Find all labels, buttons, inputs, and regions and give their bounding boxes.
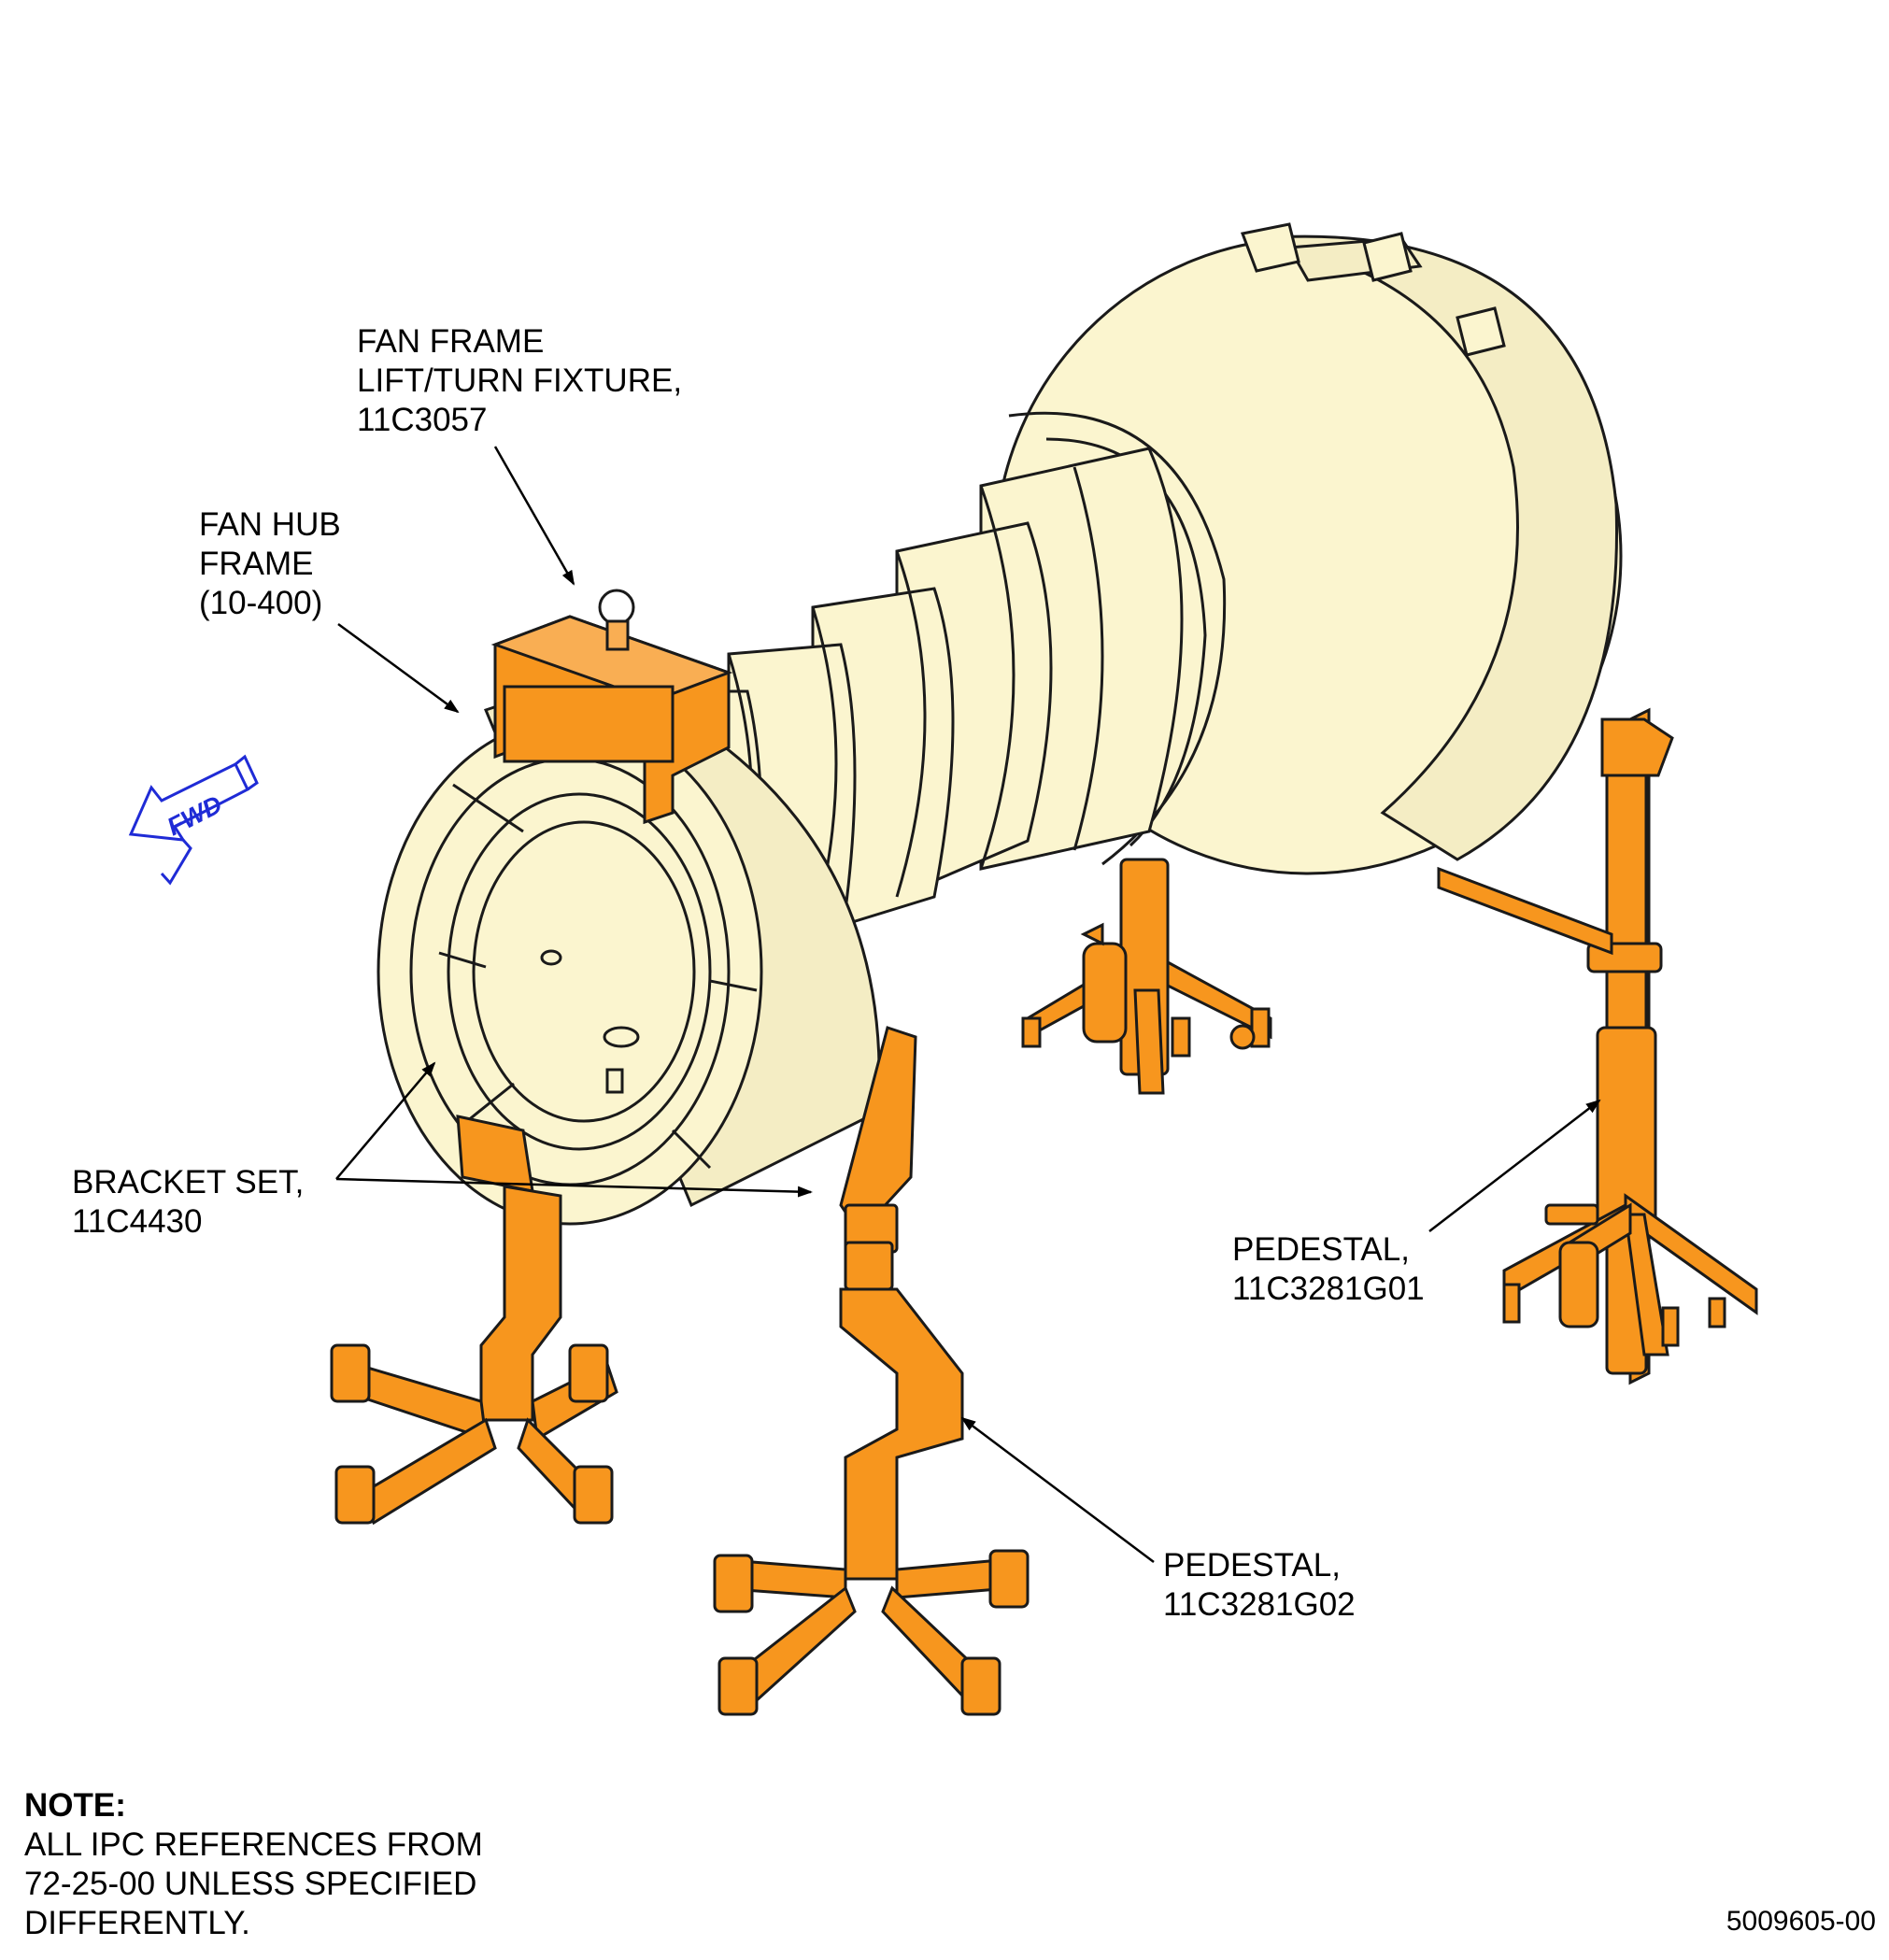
figure-id: 5009605-00 [1726, 1906, 1876, 1937]
label-bracket-set: BRACKET SET, 11C4430 [72, 1164, 305, 1240]
note-title: NOTE: [24, 1787, 126, 1824]
leader-pedestal-g02 [960, 1416, 1155, 1563]
pedestal-middle [1021, 858, 1272, 1095]
lift-turn-fixture [490, 589, 733, 825]
label-fan-frame-fixture: FAN FRAME LIFT/TURN FIXTURE, 11C3057 [357, 323, 683, 438]
pedestal-front-left [330, 1185, 618, 1526]
fwd-arrow-icon [128, 754, 259, 886]
leader-lines [335, 446, 1601, 1563]
leader-pedestal-g01 [1428, 1099, 1601, 1232]
label-fan-hub-frame: FAN HUB FRAME (10-400) [199, 506, 341, 621]
label-pedestal-g01: PEDESTAL, 11C3281G01 [1232, 1231, 1425, 1307]
rear-mount [1240, 222, 1506, 357]
label-pedestal-g02: PEDESTAL, 11C3281G02 [1163, 1547, 1356, 1623]
leader-bracket-left [335, 1061, 436, 1180]
leader-bracket-right [335, 1177, 813, 1198]
leader-fan-hub-frame [337, 622, 460, 714]
pedestal-g02 [713, 1241, 1030, 1716]
pedestal-g01 [1437, 707, 1758, 1385]
leader-fan-frame-fixture [493, 446, 575, 586]
note-body: ALL IPC REFERENCES FROM 72-25-00 UNLESS … [24, 1826, 483, 1941]
